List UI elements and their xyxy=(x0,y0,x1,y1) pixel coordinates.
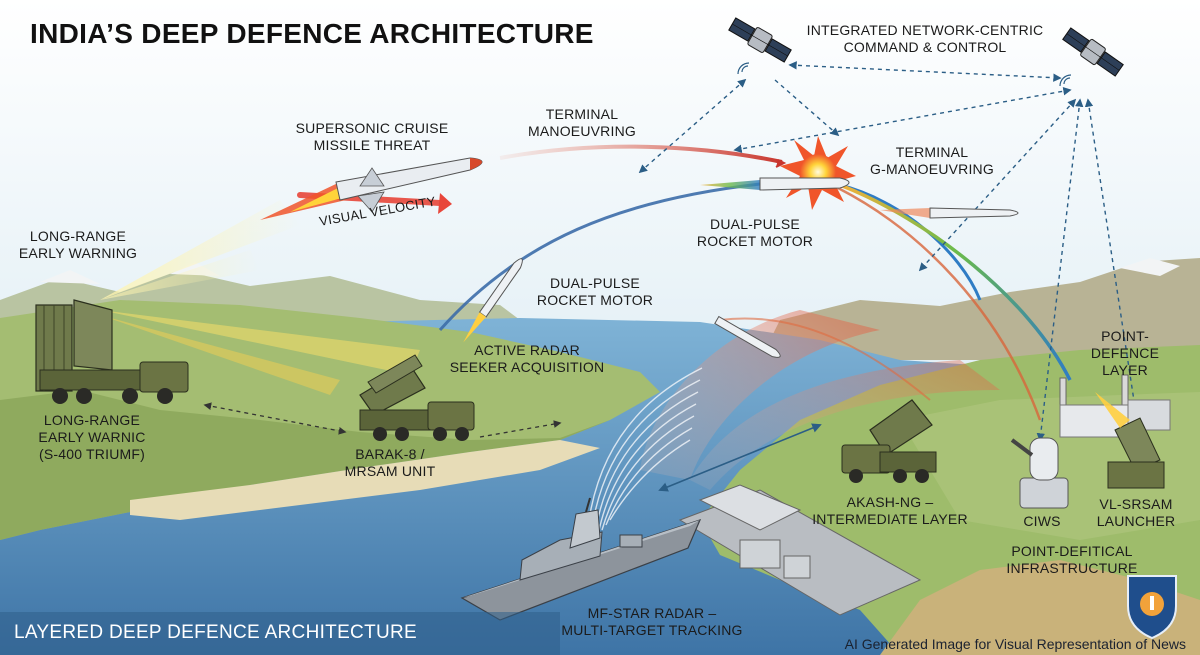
label-point-infrastructure: POINT-DEFITICAL INFRASTRUCTURE xyxy=(1006,543,1138,576)
mf-star-warship xyxy=(460,497,702,621)
s400-radar-truck xyxy=(35,299,189,404)
threat-fan-2 xyxy=(690,360,1000,490)
footer-caption: LAYERED DEEP DEFENCE ARCHITECTURE xyxy=(14,622,417,643)
akash-trail xyxy=(719,317,931,401)
snow-peaks-right xyxy=(1120,258,1180,276)
velocity-arrowhead xyxy=(438,193,452,214)
ciws-turret xyxy=(1010,437,1069,509)
label-mf-star: MF-STAR RADAR – MULTI-TARGET TRACKING xyxy=(561,605,743,638)
link-ship-akash xyxy=(658,423,822,492)
rising-interceptor xyxy=(463,258,523,343)
label-active-radar: ACTIVE RADAR SEEKER ACQUISITION xyxy=(449,342,605,375)
label-ciws: CIWS xyxy=(1023,513,1061,529)
label-network-command: INTEGRATED NETWORK-CENTRIC COMMAND & CON… xyxy=(806,22,1044,55)
vl-srsam-launcher xyxy=(1095,392,1165,489)
akash-launcher-truck xyxy=(841,399,937,483)
label-long-range-warning: LONG-RANGE EARLY WARNING xyxy=(18,228,138,261)
interceptor-path-1 xyxy=(438,182,761,331)
link-barak-sea xyxy=(479,420,562,438)
label-dual-pulse-mid: DUAL-PULSE ROCKET MOTOR xyxy=(536,275,654,308)
label-point-defence-layer: POINT-DEFENCE LAYER xyxy=(1090,328,1160,378)
barak-launcher-truck xyxy=(359,354,475,441)
interceptor-path-4 xyxy=(837,186,1042,421)
satellite-icon xyxy=(728,17,792,63)
early-warning-beams xyxy=(100,200,420,395)
label-cruise-threat: SUPERSONIC CRUISE MISSILE THREAT xyxy=(295,120,449,153)
antenna-icon xyxy=(737,62,1072,87)
threat-arrowhead xyxy=(775,159,787,168)
datalink-lines xyxy=(638,61,1144,442)
beach-left xyxy=(130,440,600,520)
label-terminal-g-manoeuvring: TERMINAL G-MANOEUVRING xyxy=(870,144,994,177)
interceptor-missile xyxy=(700,177,850,191)
label-barak: BARAK-8 / MRSAM UNIT xyxy=(344,446,436,479)
footer-band xyxy=(0,612,560,655)
akash-missile xyxy=(714,315,781,358)
page-title: INDIA’S DEEP DEFENCE ARCHITECTURE xyxy=(30,18,594,49)
credit-text: AI Generated Image for Visual Representa… xyxy=(844,636,1186,652)
label-s400: LONG-RANGE EARLY WARNIC (S-400 TRIUMF) xyxy=(38,412,146,462)
label-dual-pulse-top: DUAL-PULSE ROCKET MOTOR xyxy=(696,216,814,249)
snow-peaks-left xyxy=(40,262,220,284)
terminal-missile xyxy=(880,207,1019,219)
label-terminal-manoeuvring: TERMINAL MANOEUVRING xyxy=(528,106,636,139)
satellite-icon xyxy=(1062,27,1124,77)
land-right-foreground xyxy=(880,560,1200,655)
label-akash: AKASH-NG – INTERMEDIATE LAYER xyxy=(812,494,968,527)
cruise-missile xyxy=(260,157,483,220)
label-vl-srsam: VL-SRSAM LAUNCHER xyxy=(1096,496,1176,529)
naval-base-pier xyxy=(678,484,922,616)
shield-logo-icon xyxy=(1127,575,1177,640)
